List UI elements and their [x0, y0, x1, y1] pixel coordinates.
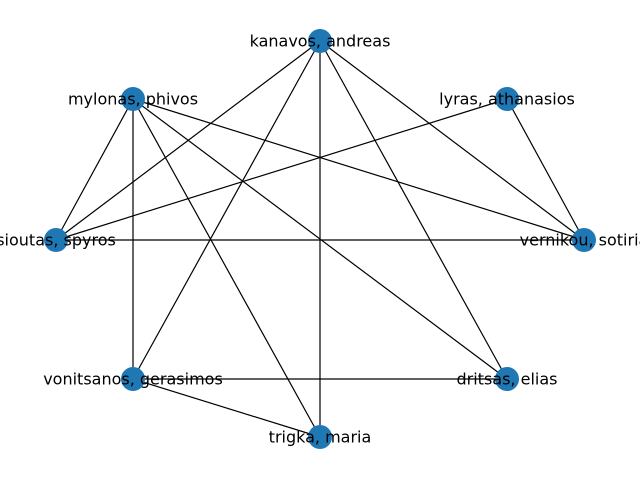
node-label-lyras: lyras, athanasios: [439, 90, 575, 109]
edge-kanavos-vernikou: [319, 40, 585, 241]
edge-kanavos-dritsas: [319, 40, 508, 380]
edge-mylonas-dritsas: [132, 98, 508, 380]
edge-lyras-sioutas: [55, 98, 508, 241]
node-kanavos: [308, 29, 332, 53]
node-label-vernikou: vernikou, sotiria: [520, 231, 640, 250]
edge-mylonas-sioutas: [55, 98, 134, 241]
labels-layer: kanavos, andreas lyras, athanasios verniko…: [0, 32, 640, 447]
node-label-trigka: trigka, maria: [269, 428, 372, 447]
node-label-mylonas: mylonas, phivos: [68, 90, 198, 109]
node-sioutas: [44, 228, 68, 252]
edge-vonitsanos-trigka: [132, 378, 321, 438]
node-trigka: [308, 425, 332, 449]
node-dritsas: [495, 367, 519, 391]
node-label-vonitsanos: vonitsanos, gerasimos: [43, 370, 223, 389]
edge-kanavos-vonitsanos: [132, 40, 321, 380]
node-vernikou: [572, 228, 596, 252]
node-vonitsanos: [121, 367, 145, 391]
node-label-kanavos: kanavos, andreas: [250, 32, 391, 51]
edges-layer: [55, 40, 585, 438]
node-label-sioutas: sioutas, spyros: [0, 231, 116, 250]
edge-mylonas-vernikou: [132, 98, 585, 241]
node-mylonas: [121, 87, 145, 111]
edge-mylonas-trigka: [132, 98, 321, 438]
node-lyras: [495, 87, 519, 111]
node-label-dritsas: dritsas, elias: [457, 370, 558, 389]
edge-lyras-vernikou: [506, 98, 585, 241]
nodes-layer: [44, 29, 596, 449]
